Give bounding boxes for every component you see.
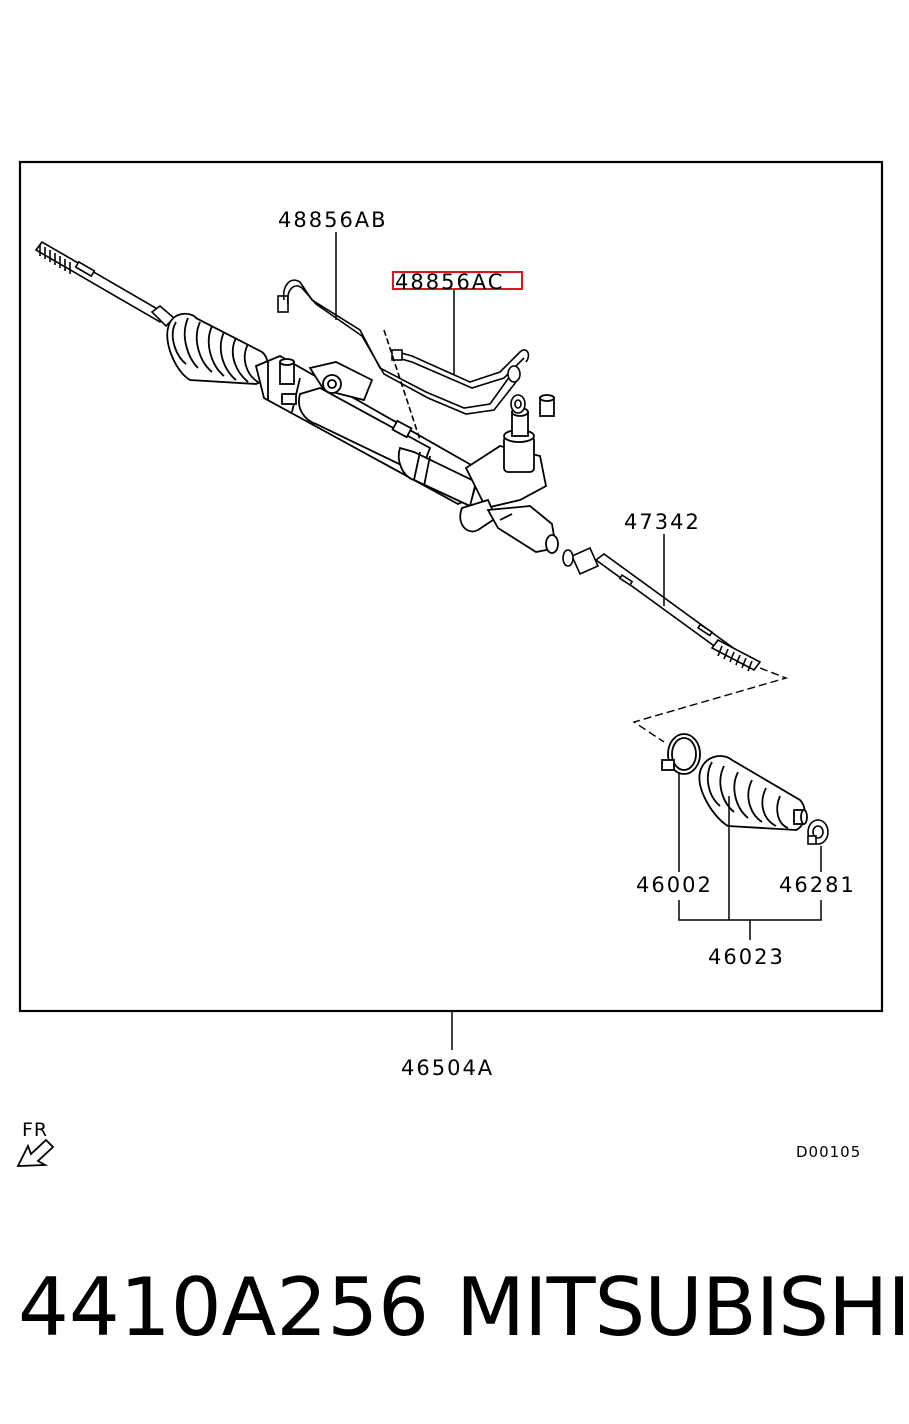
diagram-frame bbox=[18, 160, 884, 1013]
label-46281[interactable]: 46281 bbox=[779, 873, 856, 897]
right-tie-rod bbox=[562, 546, 762, 672]
label-48856ac[interactable]: 48856AC bbox=[395, 270, 504, 294]
drawing-code: D00105 bbox=[796, 1143, 861, 1161]
small-clip bbox=[807, 819, 829, 845]
label-46504a[interactable]: 46504A bbox=[401, 1056, 494, 1080]
label-46002[interactable]: 46002 bbox=[636, 873, 713, 897]
left-tie-rod bbox=[34, 240, 176, 328]
exploded-view-line bbox=[632, 667, 789, 743]
valve-body bbox=[459, 394, 559, 554]
selected-part-highlight bbox=[392, 271, 523, 290]
front-label: FR bbox=[22, 1119, 48, 1141]
brand-name: MITSUBISHI bbox=[456, 1261, 909, 1354]
part-number: 4410A256 bbox=[18, 1261, 430, 1354]
label-46023[interactable]: 46023 bbox=[708, 945, 785, 969]
label-47342[interactable]: 47342 bbox=[624, 510, 701, 534]
boot-clamp bbox=[661, 733, 701, 775]
left-boot bbox=[166, 312, 269, 385]
rack-housing bbox=[254, 354, 482, 508]
pressure-tubes bbox=[277, 279, 530, 441]
front-arrow-icon bbox=[16, 1138, 55, 1167]
right-boot bbox=[698, 755, 808, 831]
label-48856ab[interactable]: 48856AB bbox=[278, 208, 388, 232]
leader-lines bbox=[335, 232, 822, 1050]
